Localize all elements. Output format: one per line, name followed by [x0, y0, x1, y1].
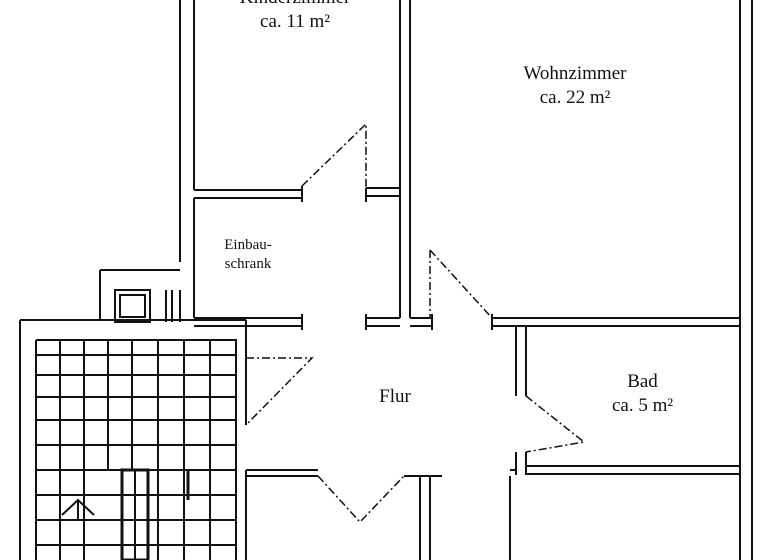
wohnzimmer-walls: [410, 0, 753, 560]
stairwell: [35, 320, 247, 560]
bad-name: Bad: [627, 371, 658, 392]
einbauschrank-line2: schrank: [224, 255, 272, 272]
flur-name: Flur: [379, 386, 411, 407]
wohnzimmer-area: ca. 22 m²: [539, 86, 611, 108]
einbauschrank-line1: Einbau-: [224, 237, 272, 253]
kinderzimmer-name: Kinderzimmer: [205, 0, 385, 10]
wohnzimmer-label: Wohnzimmer ca. 22 m²: [480, 62, 670, 110]
einbauschrank-label: Einbau- schrank: [200, 236, 296, 274]
bad-walls: [510, 326, 740, 475]
einbauschrank-walls: [193, 198, 400, 330]
bad-area: ca. 5 m²: [611, 394, 674, 416]
chimney: [19, 269, 246, 560]
wohnzimmer-name: Wohnzimmer: [523, 63, 627, 84]
flur-label: Flur: [350, 385, 440, 409]
kinderzimmer-walls: [179, 0, 411, 318]
lower-walls: [246, 469, 511, 560]
door-swings: [245, 122, 586, 524]
kinderzimmer-area: ca. 11 m²: [260, 10, 330, 32]
kinderzimmer-label: Kinderzimmer ca. 11 m²: [205, 0, 385, 34]
bad-label: Bad ca. 5 m²: [580, 370, 705, 418]
